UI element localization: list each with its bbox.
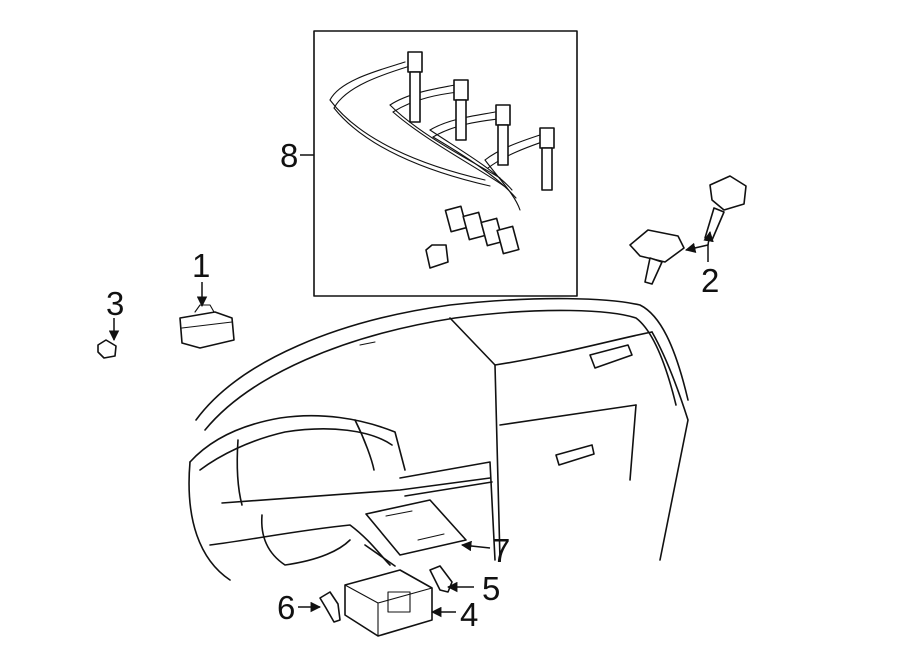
part-3-clip: [97, 339, 117, 359]
callout-6: 6: [277, 589, 295, 626]
part-6-connector: [319, 591, 341, 623]
callout-8: 8: [280, 137, 298, 174]
dashboard-outline: [188, 297, 689, 581]
callout-1: 1: [192, 247, 210, 284]
part-5-bracket: [429, 565, 453, 593]
part-8-ignition-wire-set: [313, 30, 578, 297]
part-1-module: [179, 304, 235, 349]
leader-lines: [108, 154, 714, 618]
part-7-cover-panel: [365, 499, 467, 556]
callout-3: 3: [106, 285, 124, 322]
part-4-control-module: [344, 569, 433, 637]
callout-2: 2: [701, 262, 719, 299]
callout-7: 7: [492, 532, 510, 569]
callout-5: 5: [482, 570, 500, 607]
part-2-ignition-coils: [629, 175, 747, 285]
callout-4: 4: [460, 596, 478, 633]
